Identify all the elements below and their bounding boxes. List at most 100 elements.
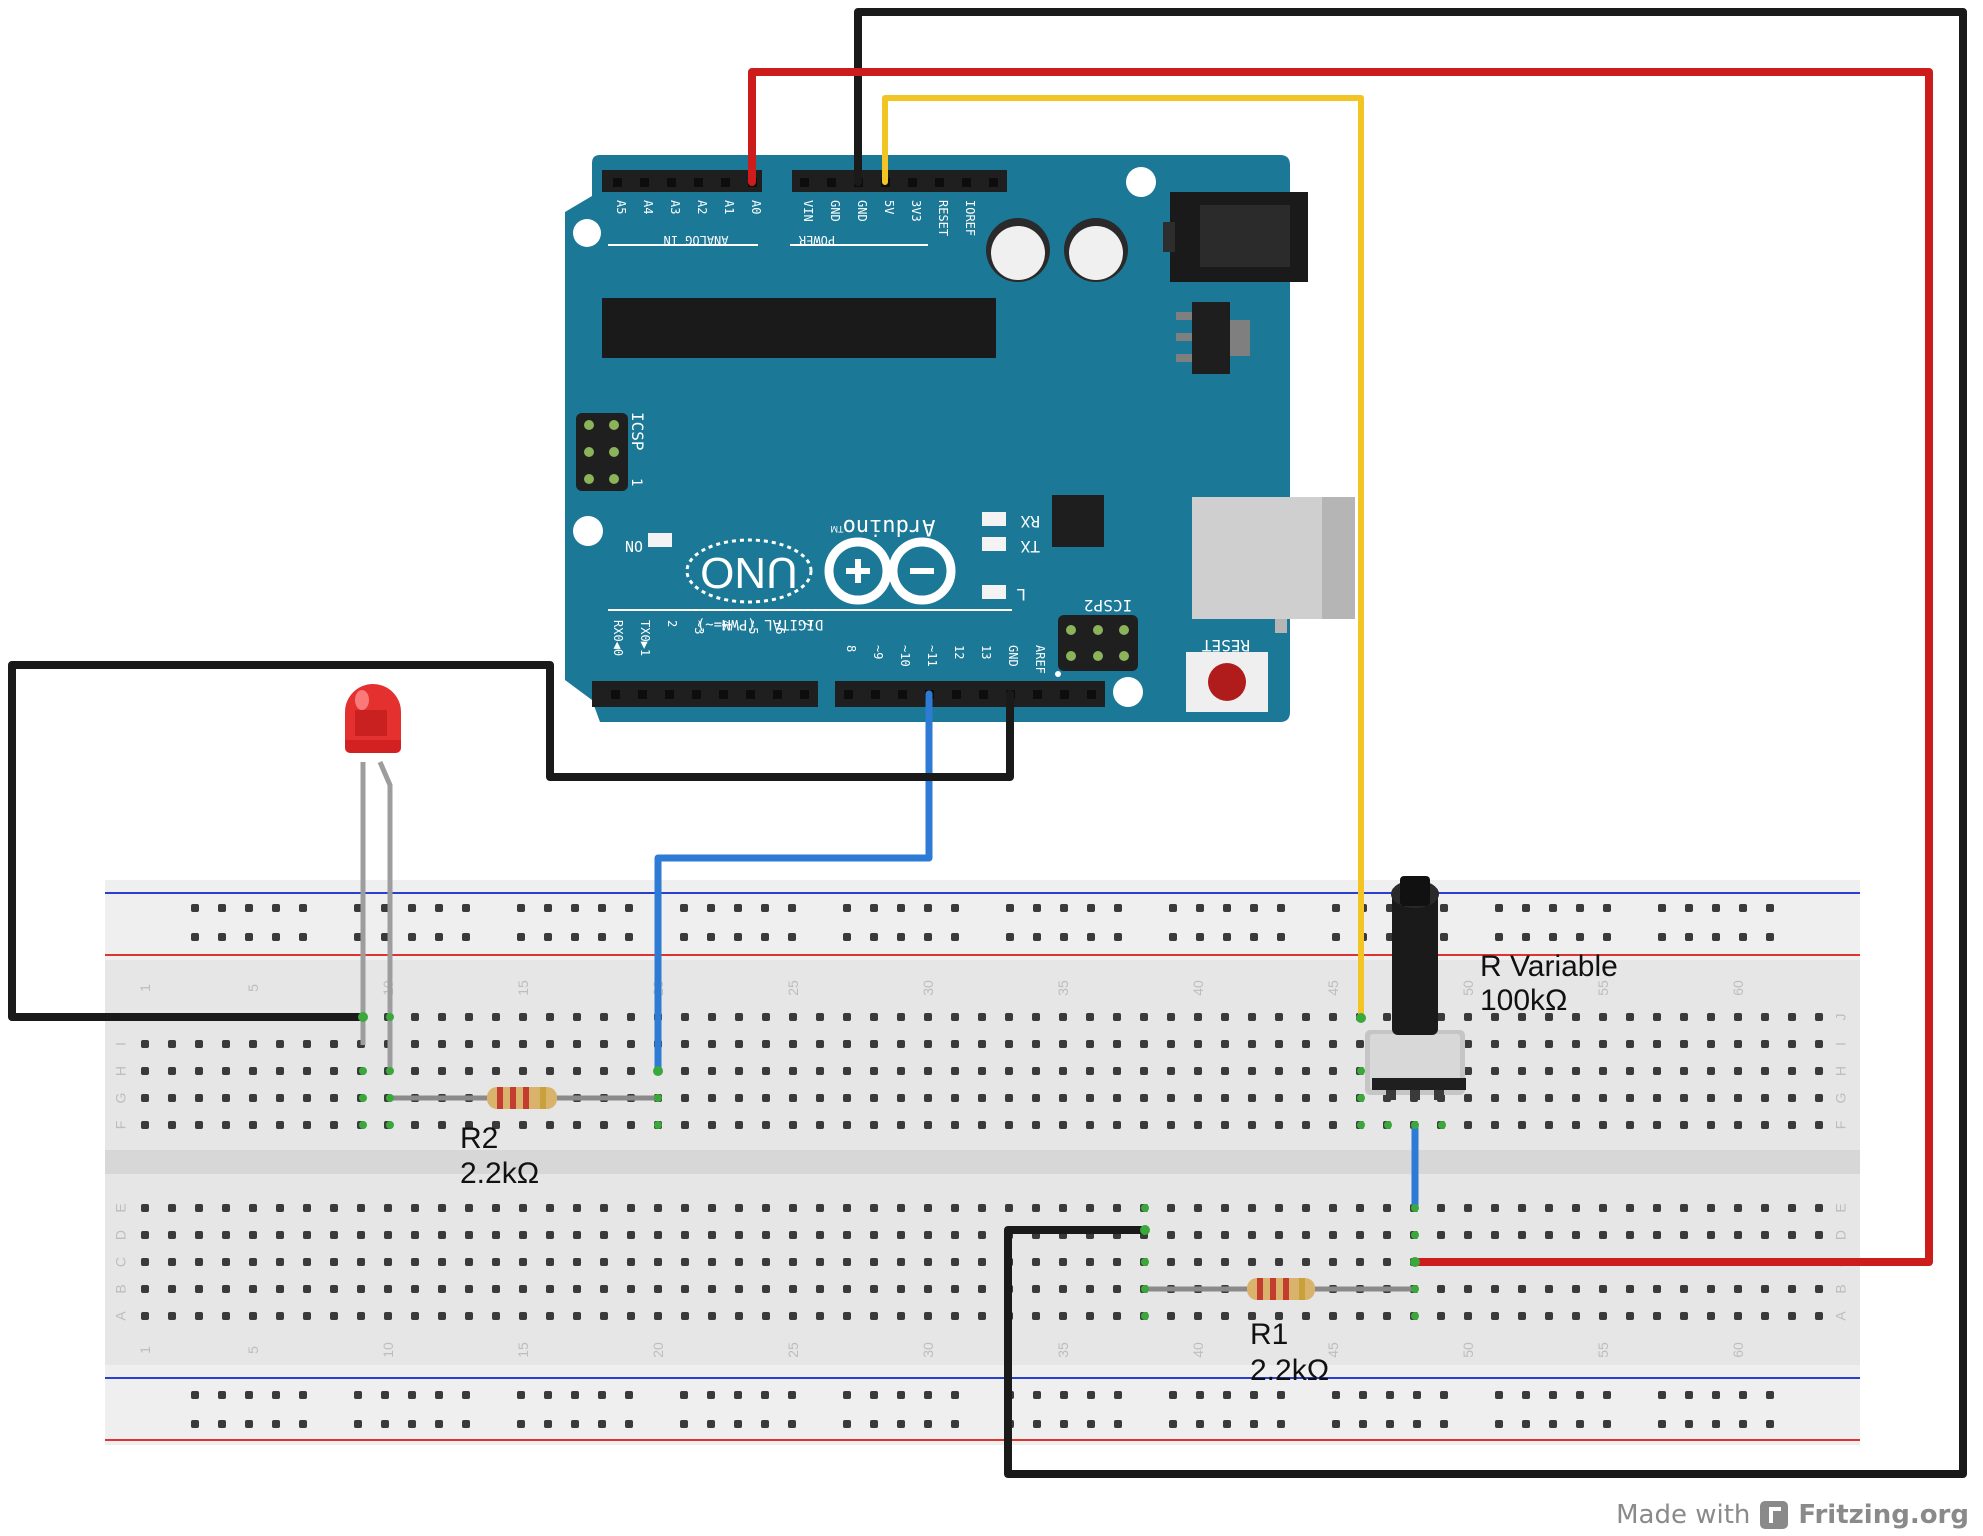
- bb-hole: [546, 1285, 554, 1293]
- bb-hole: [978, 1285, 986, 1293]
- bb-hole: [357, 1285, 365, 1293]
- bb-hole: [1302, 1204, 1310, 1212]
- bb-hole: [1113, 1067, 1121, 1075]
- rail-hole: [381, 904, 389, 912]
- pin-label: A2: [695, 200, 709, 214]
- bb-hole: [1032, 1013, 1040, 1021]
- rail-hole: [1277, 1391, 1285, 1399]
- voltage-regulator: [1192, 302, 1230, 374]
- row-letter: D: [113, 1230, 129, 1240]
- bb-hole: [735, 1067, 743, 1075]
- bb-hole: [1032, 1040, 1040, 1048]
- rail-hole: [1386, 1420, 1394, 1428]
- bb-hole: [1788, 1121, 1796, 1129]
- rail-hole: [299, 904, 307, 912]
- bb-hole: [762, 1204, 770, 1212]
- column-number: 10: [380, 1342, 396, 1358]
- bb-hole: [816, 1258, 824, 1266]
- bb-hole: [303, 1285, 311, 1293]
- red-led: [345, 684, 401, 1068]
- bb-hole: [411, 1121, 419, 1129]
- rail-hole: [870, 904, 878, 912]
- bb-hole: [519, 1312, 527, 1320]
- rail-hole: [843, 1391, 851, 1399]
- rail-hole: [1603, 1391, 1611, 1399]
- bb-hole: [1248, 1121, 1256, 1129]
- pin-label: A3: [668, 200, 682, 214]
- bb-hole: [1059, 1285, 1067, 1293]
- bb-hole: [681, 1067, 689, 1075]
- rail-hole: [1440, 933, 1448, 941]
- rail-hole: [245, 904, 253, 912]
- bb-hole: [1113, 1312, 1121, 1320]
- column-number: 30: [920, 1342, 936, 1358]
- tx-led: [982, 537, 1006, 551]
- bb-hole: [843, 1285, 851, 1293]
- bb-hole: [951, 1204, 959, 1212]
- bb-hole: [1005, 1067, 1013, 1075]
- bb-hole: [1545, 1067, 1553, 1075]
- bb-hole: [222, 1094, 230, 1102]
- rail-hole: [680, 1391, 688, 1399]
- pin-label: IOREF: [963, 200, 977, 236]
- bb-hole: [1707, 1285, 1715, 1293]
- bb-hole: [1356, 1204, 1364, 1212]
- bb-hole: [951, 1067, 959, 1075]
- rail-hole: [1087, 904, 1095, 912]
- r1-value-label: 2.2kΩ: [1250, 1354, 1329, 1387]
- bb-hole: [816, 1312, 824, 1320]
- bb-hole: [411, 1231, 419, 1239]
- bb-hole: [1329, 1067, 1337, 1075]
- rail-hole: [870, 933, 878, 941]
- bb-hole: [195, 1121, 203, 1129]
- bb-hole: [276, 1121, 284, 1129]
- resistor-r2: [390, 1087, 660, 1109]
- bb-hole: [141, 1067, 149, 1075]
- pin-label: ~11: [925, 645, 939, 667]
- reset-button[interactable]: [1186, 652, 1268, 712]
- bb-hole: [816, 1040, 824, 1048]
- bb-hole: [1491, 1312, 1499, 1320]
- bb-hole: [1032, 1067, 1040, 1075]
- rail-hole: [1332, 1391, 1340, 1399]
- rail-hole: [272, 904, 280, 912]
- row-letter: B: [113, 1284, 129, 1293]
- bb-hole: [330, 1285, 338, 1293]
- bb-hole: [1599, 1204, 1607, 1212]
- rail-hole: [1658, 904, 1666, 912]
- bb-hole: [1032, 1312, 1040, 1320]
- bb-hole: [1167, 1312, 1175, 1320]
- potentiometer[interactable]: [1365, 876, 1466, 1100]
- rx-led: [982, 512, 1006, 526]
- row-letter: C: [113, 1257, 129, 1267]
- bb-hole: [573, 1285, 581, 1293]
- header-pin: [613, 178, 622, 187]
- column-number: 60: [1730, 1342, 1746, 1358]
- rail-hole: [1766, 933, 1774, 941]
- rail-hole: [272, 1420, 280, 1428]
- bb-hole: [1221, 1204, 1229, 1212]
- bb-hole: [816, 1094, 824, 1102]
- header-pin: [692, 690, 701, 699]
- bb-hole: [1788, 1312, 1796, 1320]
- bb-hole: [762, 1285, 770, 1293]
- rail-hole: [788, 1420, 796, 1428]
- bb-hole: [708, 1094, 716, 1102]
- bb-hole: [924, 1067, 932, 1075]
- bb-hole: [951, 1040, 959, 1048]
- rail-hole: [218, 933, 226, 941]
- rail-hole: [680, 904, 688, 912]
- bb-hole: [1599, 1121, 1607, 1129]
- rail-hole: [1712, 933, 1720, 941]
- rail-hole: [1576, 1391, 1584, 1399]
- bb-hole: [1572, 1285, 1580, 1293]
- bb-hole: [897, 1094, 905, 1102]
- bb-hole: [789, 1231, 797, 1239]
- rail-hole: [1440, 1391, 1448, 1399]
- bb-hole: [627, 1040, 635, 1048]
- bb-hole: [870, 1040, 878, 1048]
- bb-hole: [1815, 1121, 1823, 1129]
- bb-hole: [492, 1067, 500, 1075]
- rail-hole: [462, 933, 470, 941]
- bb-hole: [600, 1013, 608, 1021]
